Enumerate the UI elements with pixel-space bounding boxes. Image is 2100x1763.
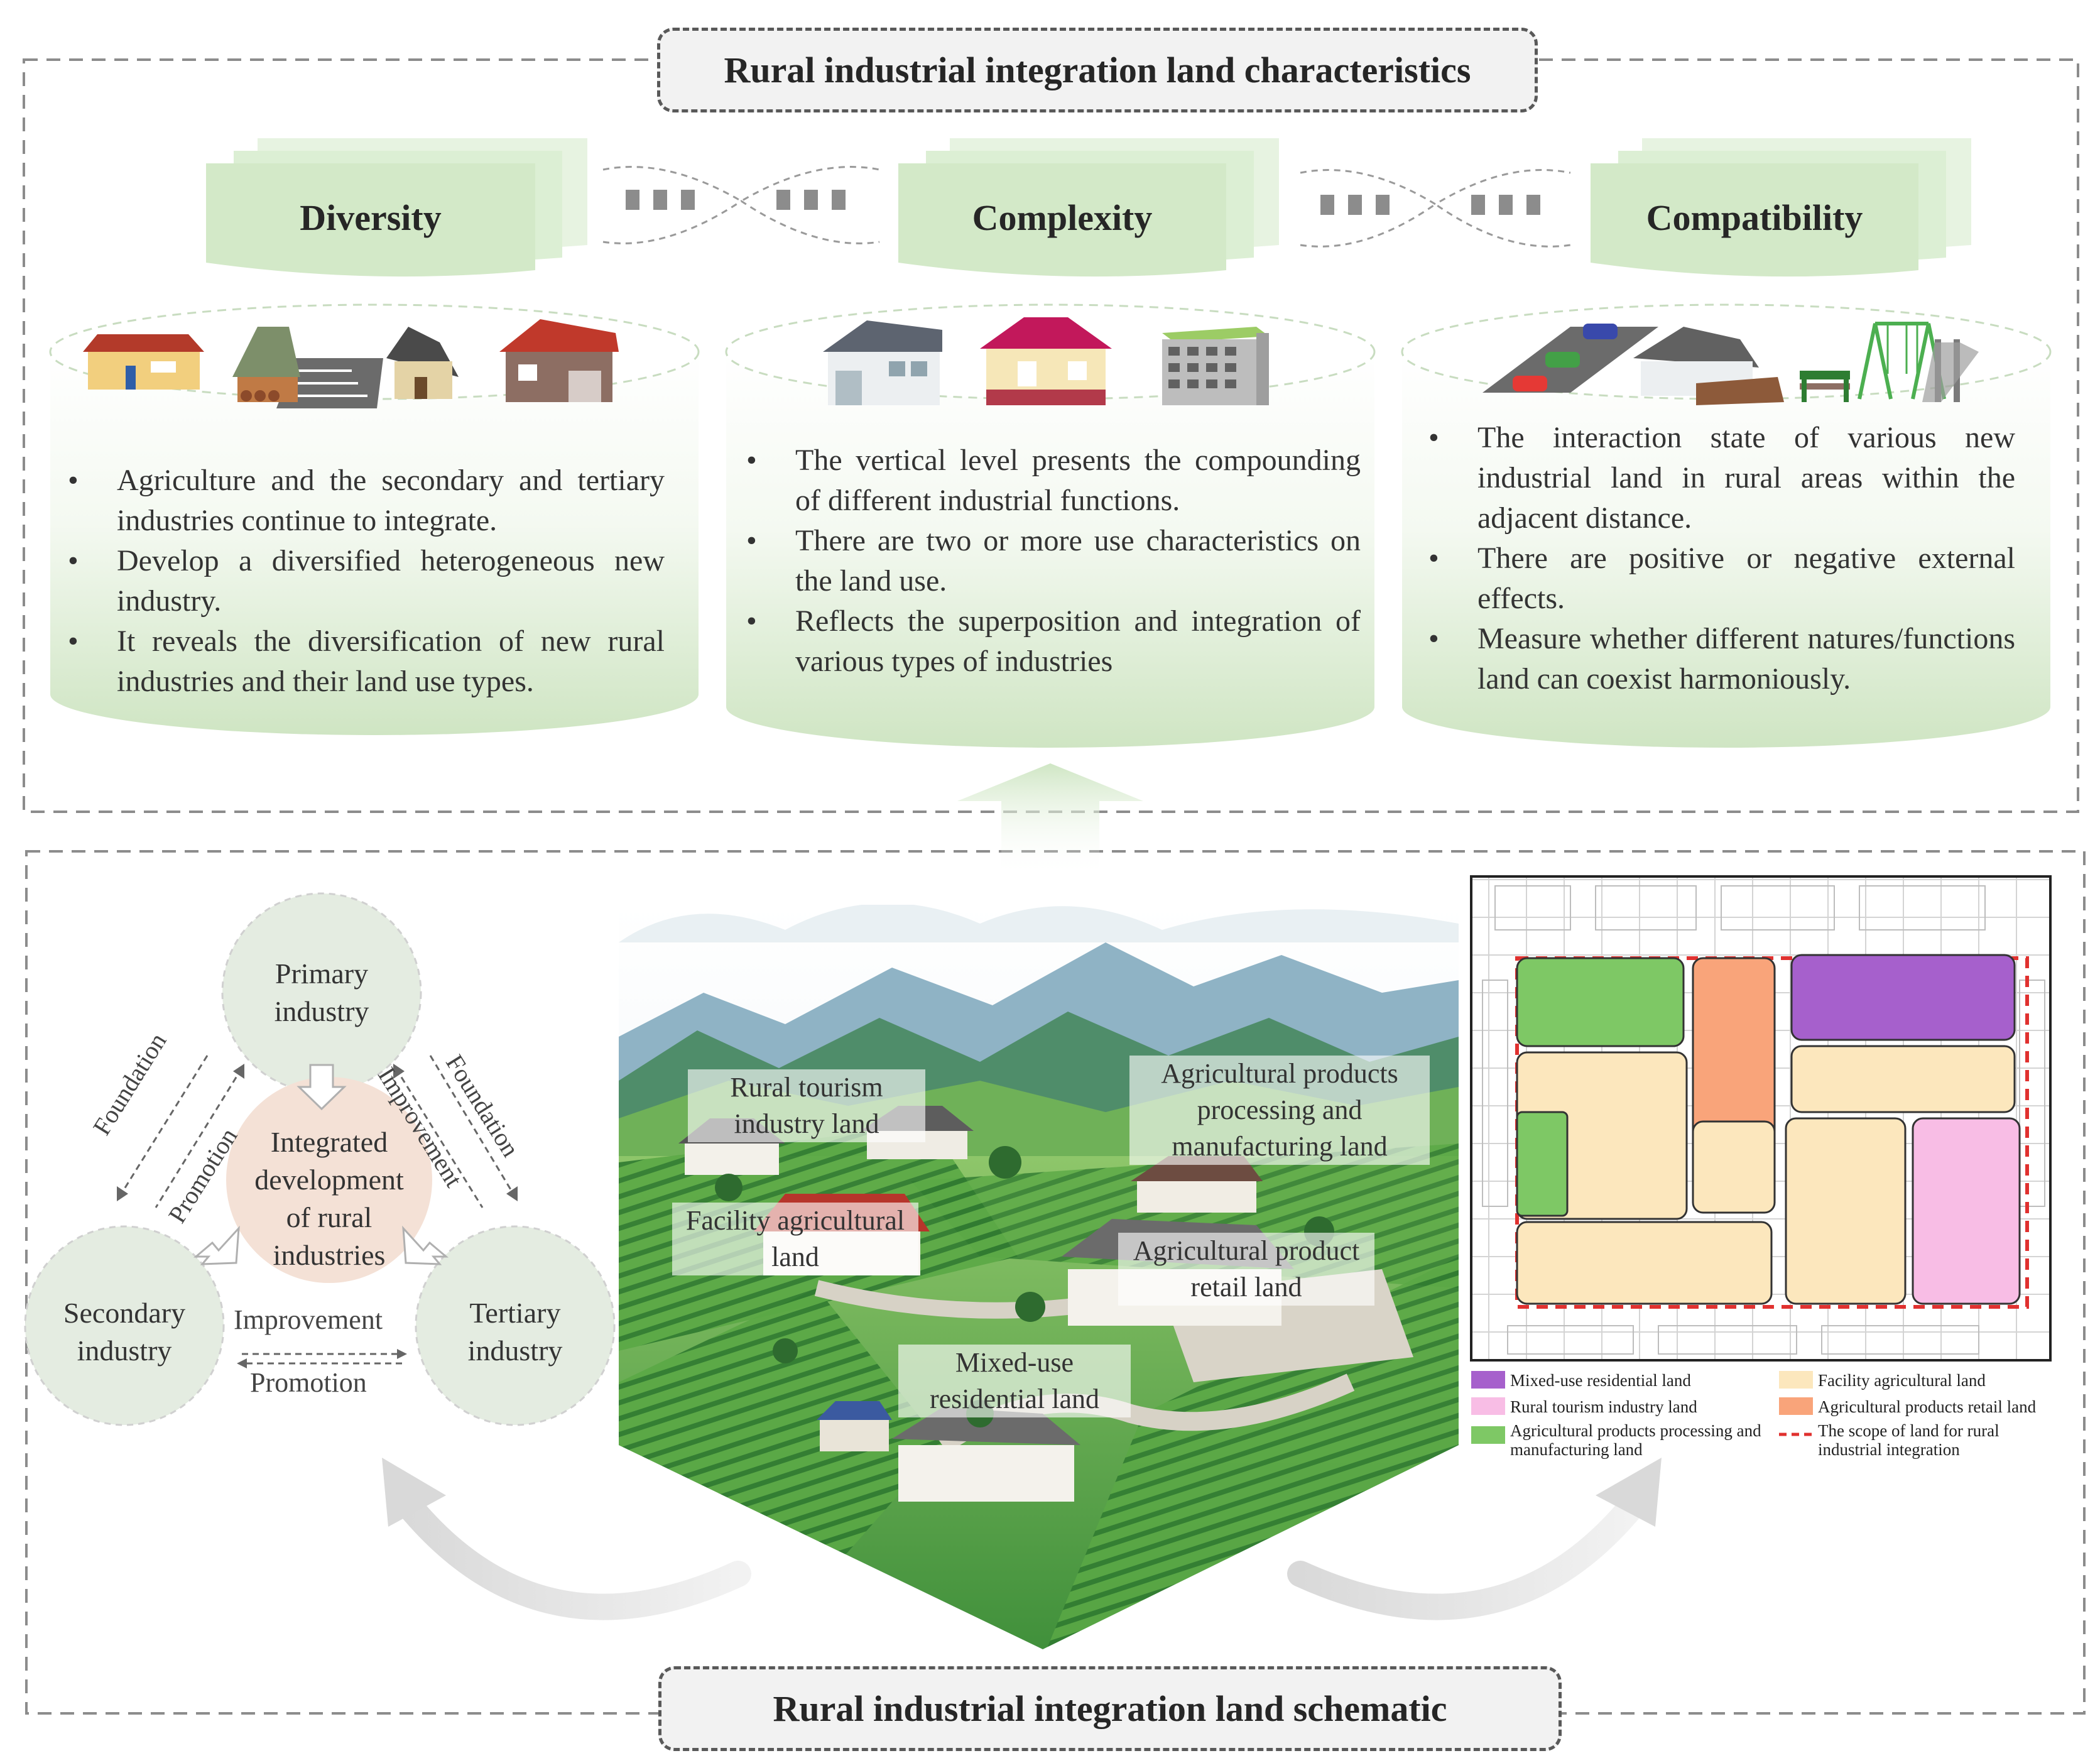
legend-retail: Agricultural products retail land (1818, 1397, 2037, 1416)
barn-parking-icon (232, 327, 383, 408)
list-item: Reflects the superposition and integrati… (729, 601, 1361, 682)
banner-complexity (898, 138, 1279, 277)
agri-processing-label: Agricultural products processing and man… (1129, 1056, 1430, 1165)
list-item: It reveals the diversification of new ru… (50, 621, 665, 702)
primary-industry-label: Primary industry (274, 958, 369, 1027)
facility-agri-label: Facility agricultural land (672, 1203, 918, 1275)
curve-arrow-right (1287, 1492, 1646, 1620)
primary-to-center-arrow (297, 1064, 347, 1111)
complexity-label: Complexity (972, 197, 1153, 238)
banner-compatibility (1591, 138, 1971, 277)
secondary-to-center-arrow (193, 1225, 240, 1265)
farmhouse-icon (83, 334, 204, 390)
curve-arrow-left (395, 1492, 751, 1620)
connector-1-blocks (626, 190, 846, 210)
list-item: There are two or more use characteristic… (729, 521, 1361, 601)
red-roof-house-icon (499, 319, 619, 402)
list-item: Agriculture and the secondary and tertia… (50, 461, 665, 541)
parking-lot-icon (1483, 324, 1658, 393)
legend-scope: The scope of land for rural industrial i… (1818, 1421, 1999, 1459)
pink-house-icon (980, 317, 1112, 405)
industry-cycle (24, 892, 616, 1426)
legend-swatch-processing (1471, 1426, 1505, 1444)
list-item: Develop a diversified heterogeneous new … (50, 541, 665, 621)
diversity-label: Diversity (300, 197, 442, 238)
tertiary-to-center-arrow (402, 1225, 449, 1265)
legend-swatch-facility (1779, 1371, 1813, 1389)
secondary-circle (24, 1225, 225, 1426)
bottom-improvement-label: Improvement (234, 1304, 383, 1335)
curve-arrow-left-head (382, 1458, 446, 1527)
apartment-building-icon (1162, 327, 1269, 405)
legend-swatch-tourism (1471, 1397, 1505, 1415)
integration-scope-boundary (1515, 956, 2029, 1309)
legend-processing: Agricultural products processing and man… (1510, 1421, 1761, 1459)
center-circle (226, 1077, 432, 1283)
diversity-bullets: Agriculture and the secondary and tertia… (50, 461, 665, 702)
tertiary-industry-label: Tertiary industry (467, 1297, 563, 1367)
compatibility-bullets: The interaction state of various new ind… (1411, 418, 2015, 699)
up-arrow (957, 763, 1143, 876)
legend-facility: Facility agricultural land (1818, 1371, 1986, 1390)
bungalow-icon (1633, 327, 1784, 405)
bottom-promotion-label: Promotion (250, 1367, 367, 1398)
list-item: Measure whether different natures/functi… (1411, 619, 2015, 699)
list-item: The vertical level presents the compound… (729, 440, 1361, 521)
top-section-title: Rural industrial integration land charac… (657, 28, 1538, 112)
mixed-use-label: Mixed-use residential land (898, 1345, 1131, 1417)
park-bench-icon (1800, 371, 1850, 402)
compatibility-label: Compatibility (1646, 197, 1863, 238)
secondary-industry-label: Secondary industry (63, 1297, 186, 1367)
legend-swatch-mixed-use (1471, 1371, 1505, 1389)
tertiary-circle (415, 1225, 616, 1426)
legend-swatch-retail (1779, 1397, 1813, 1415)
bottom-section-title: Rural industrial integration land schema… (658, 1666, 1562, 1751)
cottage-icon (386, 327, 459, 399)
legend-mixed-use: Mixed-use residential land (1510, 1371, 1691, 1390)
rural-tourism-label: Rural tourism industry land (688, 1069, 925, 1142)
connector-2-blocks (1320, 195, 1540, 215)
connector-1 (602, 166, 880, 244)
list-item: There are positive or negative external … (1411, 538, 2015, 619)
banner-diversity (206, 138, 587, 277)
scene-house-7 (817, 1401, 892, 1451)
slide-icon (1922, 339, 1979, 402)
connector-2 (1300, 169, 1571, 248)
legend-tourism: Rural tourism industry land (1510, 1397, 1697, 1416)
suburban-house-icon (823, 320, 942, 405)
complexity-bullets: The vertical level presents the compound… (729, 440, 1361, 682)
integrated-development-label: Integrated development of rural industri… (254, 1126, 404, 1271)
agri-retail-label: Agricultural product retail land (1118, 1233, 1374, 1306)
land-use-map (1470, 875, 2052, 1362)
curve-arrow-right-head (1596, 1458, 1662, 1527)
list-item: The interaction state of various new ind… (1411, 418, 2015, 538)
primary-circle (221, 892, 422, 1093)
